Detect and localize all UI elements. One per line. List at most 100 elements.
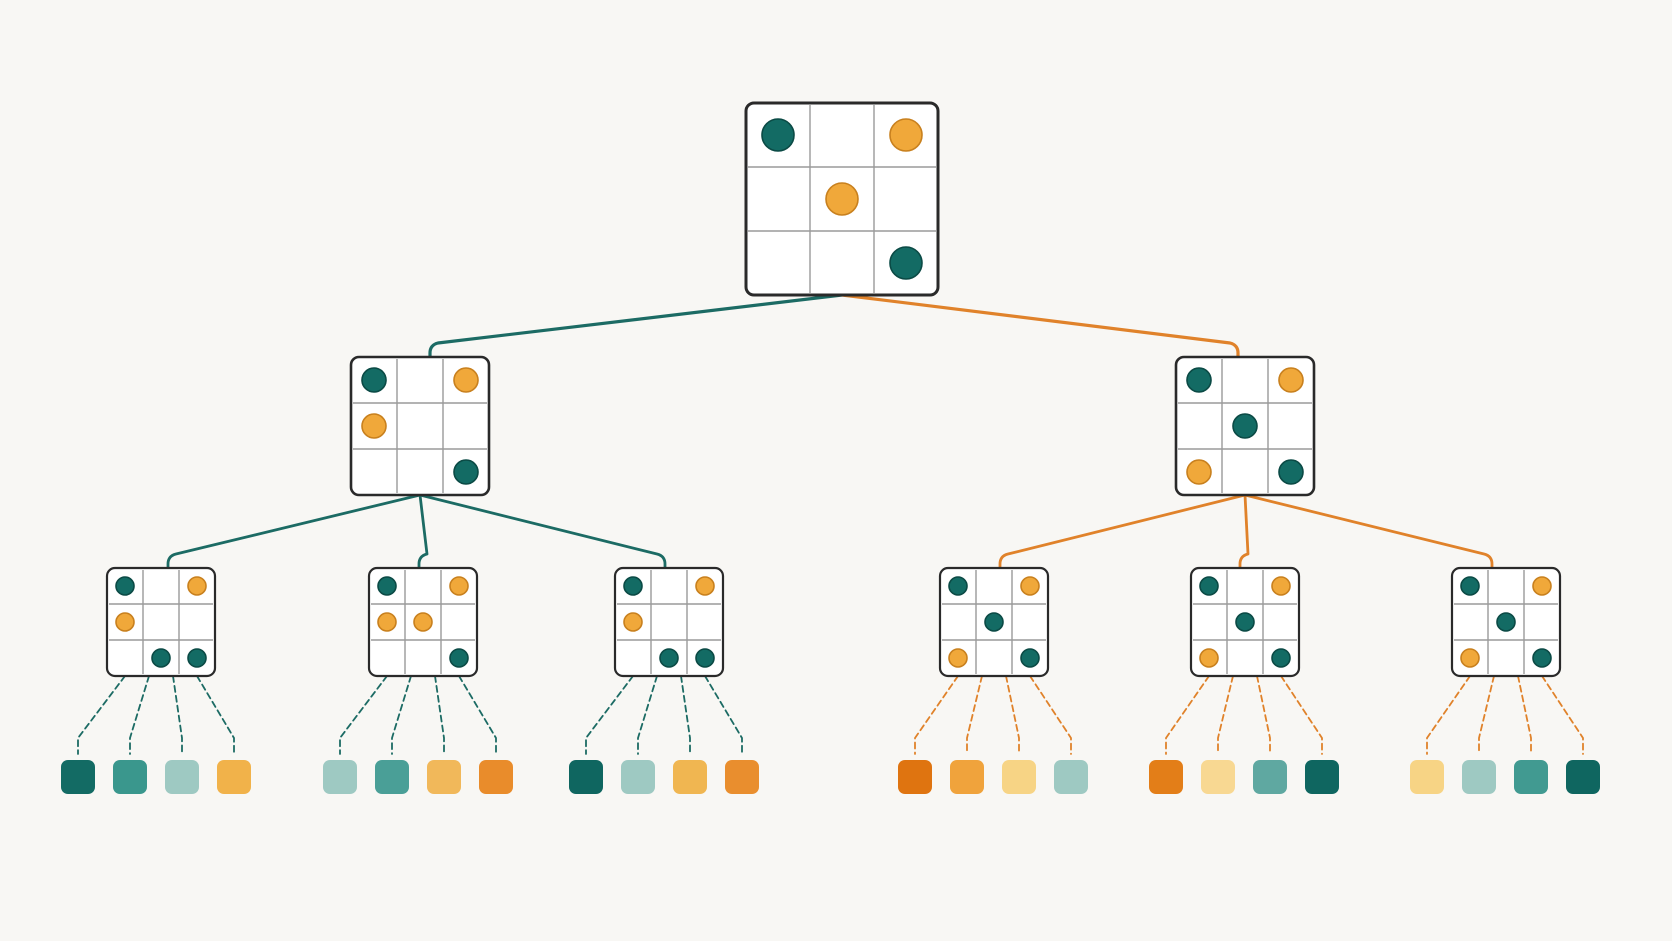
outcome-leaf: [1410, 760, 1444, 794]
level2-board-frame: [105, 566, 217, 678]
level1-board-teal: [349, 355, 491, 497]
outcome-dashed-edge: [172, 675, 183, 755]
piece-teal: [1460, 576, 1480, 596]
outcome-dashed-edge: [77, 675, 126, 755]
piece-teal: [761, 118, 795, 152]
outcome-leaf: [673, 760, 707, 794]
outcome-dashed-edge: [1478, 675, 1495, 755]
piece-teal: [115, 576, 135, 596]
piece-orange: [187, 576, 207, 596]
outcome-dashed-edge: [1029, 675, 1072, 755]
outcome-leaf: [1305, 760, 1339, 794]
piece-teal: [984, 612, 1004, 632]
edge-root-to-teal: [428, 293, 844, 359]
outcome-leaf: [725, 760, 759, 794]
edges-layer: [77, 293, 1584, 755]
outcome-leaf: [1253, 760, 1287, 794]
piece-orange: [948, 648, 968, 668]
outcome-dashed-edge: [1280, 675, 1323, 755]
piece-teal: [1496, 612, 1516, 632]
outcome-dashed-edge: [129, 675, 150, 755]
piece-teal: [659, 648, 679, 668]
outcome-leaf: [569, 760, 603, 794]
nodes-layer: [105, 101, 1562, 678]
root-board: [744, 101, 940, 297]
piece-orange: [889, 118, 923, 152]
piece-teal: [1271, 648, 1291, 668]
piece-orange: [1278, 367, 1304, 393]
piece-teal: [453, 459, 479, 485]
outcome-dashed-edge: [1541, 675, 1584, 755]
piece-orange: [1460, 648, 1480, 668]
outcome-leaf: [1201, 760, 1235, 794]
piece-orange: [1020, 576, 1040, 596]
piece-orange: [1271, 576, 1291, 596]
outcome-leaf: [61, 760, 95, 794]
piece-orange: [825, 182, 859, 216]
edge-root-to-orange: [840, 293, 1240, 359]
piece-teal: [1532, 648, 1552, 668]
piece-teal: [623, 576, 643, 596]
outcome-leaf: [1054, 760, 1088, 794]
outcome-leaf: [217, 760, 251, 794]
piece-teal: [187, 648, 207, 668]
level2-board: [1189, 566, 1301, 678]
piece-teal: [151, 648, 171, 668]
outcome-leaf: [113, 760, 147, 794]
piece-orange: [453, 367, 479, 393]
outcome-leaf: [1002, 760, 1036, 794]
outcome-leaf: [1462, 760, 1496, 794]
piece-teal: [1278, 459, 1304, 485]
outcome-dashed-edge: [1005, 675, 1020, 755]
piece-orange: [361, 413, 387, 439]
piece-teal: [1235, 612, 1255, 632]
level2-board: [105, 566, 217, 678]
outcome-dashed-edge: [434, 675, 445, 755]
outcome-leaf: [165, 760, 199, 794]
edge-level1-to-level2: [166, 493, 422, 570]
piece-orange: [1199, 648, 1219, 668]
outcome-leaf: [621, 760, 655, 794]
outcome-leaf: [1566, 760, 1600, 794]
outcome-leaf: [427, 760, 461, 794]
piece-teal: [449, 648, 469, 668]
piece-orange: [623, 612, 643, 632]
outcome-dashed-edge: [391, 675, 412, 755]
piece-orange: [413, 612, 433, 632]
piece-orange: [115, 612, 135, 632]
outcome-dashed-edge: [680, 675, 691, 755]
edge-level1-to-level2: [1243, 493, 1494, 570]
outcome-dashed-edge: [458, 675, 497, 755]
outcome-leaf: [950, 760, 984, 794]
piece-teal: [695, 648, 715, 668]
outcome-dashed-edge: [637, 675, 658, 755]
piece-orange: [695, 576, 715, 596]
outcome-dashed-edge: [1256, 675, 1271, 755]
outcome-dashed-edge: [339, 675, 388, 755]
level1-board-teal-frame: [349, 355, 491, 497]
piece-teal: [1232, 413, 1258, 439]
piece-teal: [377, 576, 397, 596]
piece-orange: [1186, 459, 1212, 485]
outcome-dashed-edge: [585, 675, 634, 755]
level2-board-frame: [613, 566, 725, 678]
level2-board: [613, 566, 725, 678]
outcome-leaf: [479, 760, 513, 794]
piece-orange: [377, 612, 397, 632]
piece-teal: [361, 367, 387, 393]
outcome-dashed-edge: [196, 675, 235, 755]
edge-level1-to-level2: [1238, 493, 1250, 570]
edge-level1-to-level2: [998, 493, 1247, 570]
edge-level1-to-level2: [417, 493, 429, 570]
level1-board-orange: [1174, 355, 1316, 497]
outcomes-layer: [61, 760, 1600, 794]
piece-teal: [889, 246, 923, 280]
level2-board: [938, 566, 1050, 678]
edge-level1-to-level2: [418, 493, 667, 570]
outcome-leaf: [1514, 760, 1548, 794]
outcome-leaf: [323, 760, 357, 794]
outcome-dashed-edge: [704, 675, 743, 755]
level2-board: [1450, 566, 1562, 678]
